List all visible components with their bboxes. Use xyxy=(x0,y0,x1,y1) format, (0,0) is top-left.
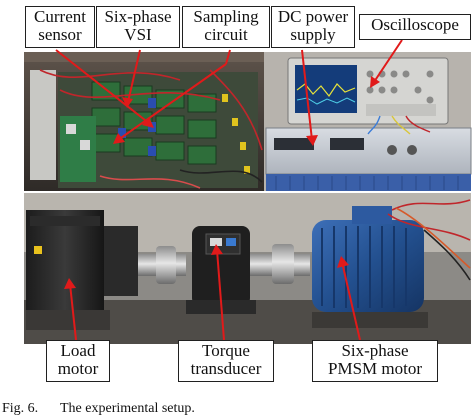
label-six-phase-pmsm-motor-line-1: Six-phase xyxy=(341,341,409,360)
label-sampling-circuit-line-1: Sampling xyxy=(193,7,259,26)
yellow-connectors xyxy=(222,94,250,174)
label-six-phase-pmsm-motor-line-2: PMSM motor xyxy=(328,359,422,378)
probe-cables xyxy=(367,115,431,135)
label-dc-power-supply-line-1: DC power xyxy=(277,7,349,26)
load-motor-device xyxy=(26,210,138,330)
arrowhead-oscilloscope xyxy=(370,76,380,88)
pmsm-motor-device xyxy=(312,206,428,328)
label-sampling-circuit-line-2: circuit xyxy=(204,25,248,44)
arrow-dc-power-supply xyxy=(301,49,313,141)
label-current-sensor-line-1: Current xyxy=(34,7,86,26)
arrow-torque-transducer xyxy=(216,249,225,341)
label-dc-power-supply: DC power supply xyxy=(271,6,355,48)
label-oscilloscope: Oscilloscope xyxy=(359,14,471,40)
sampling-board xyxy=(60,116,96,182)
bottom-photo xyxy=(24,192,471,344)
label-torque-transducer-line-1: Torque xyxy=(202,341,250,360)
arrowhead-load-motor xyxy=(64,278,76,289)
arrow-pmsm-motor xyxy=(341,261,361,341)
arrowhead-sampling-circuit xyxy=(113,133,125,144)
label-torque-transducer: Torque transducer xyxy=(178,340,274,382)
label-six-phase-vsi-line-2: VSI xyxy=(124,25,152,44)
wires-bottom xyxy=(387,199,471,281)
arrow-load-motor xyxy=(69,283,77,341)
figure-caption: Fig. 6. The experimental setup. xyxy=(2,399,474,419)
label-six-phase-vsi-line-1: Six-phase xyxy=(104,7,172,26)
label-six-phase-pmsm-motor: Six-phase PMSM motor xyxy=(312,340,438,382)
arrow-sampling-circuit xyxy=(225,49,231,65)
arrow-oscilloscope xyxy=(373,39,403,83)
dc-power-supply-device xyxy=(265,127,472,192)
label-dc-power-supply-line-2: supply xyxy=(290,25,336,44)
label-current-sensor-line-2: sensor xyxy=(38,25,82,44)
arrow-six-phase-vsi xyxy=(127,49,141,103)
label-oscilloscope-line-1: Oscilloscope xyxy=(371,15,459,34)
caption-figure-number: Fig. 6. xyxy=(2,401,39,416)
label-load-motor-line-1: Load xyxy=(60,341,96,360)
arrow-sampling-circuit-2 xyxy=(117,63,227,141)
arrow-current-sensor xyxy=(55,49,151,125)
top-photo xyxy=(24,52,472,192)
callout-arrows xyxy=(55,39,403,341)
arrowhead-dc-power-supply xyxy=(306,135,318,146)
caption-text: The experimental setup. xyxy=(60,401,195,416)
label-sampling-circuit: Sampling circuit xyxy=(182,6,270,48)
arrowhead-pmsm-motor xyxy=(337,256,349,268)
arrowhead-current-sensor xyxy=(142,117,154,128)
label-six-phase-vsi: Six-phase VSI xyxy=(96,6,180,48)
wires-top xyxy=(39,69,263,189)
arrowhead-six-phase-vsi xyxy=(122,97,133,108)
label-load-motor: Load motor xyxy=(46,340,110,382)
label-load-motor-line-2: motor xyxy=(57,359,99,378)
label-current-sensor: Current sensor xyxy=(25,6,95,48)
arrowhead-torque-transducer xyxy=(211,244,223,255)
oscilloscope-device xyxy=(287,57,449,125)
label-torque-transducer-line-2: transducer xyxy=(190,359,262,378)
